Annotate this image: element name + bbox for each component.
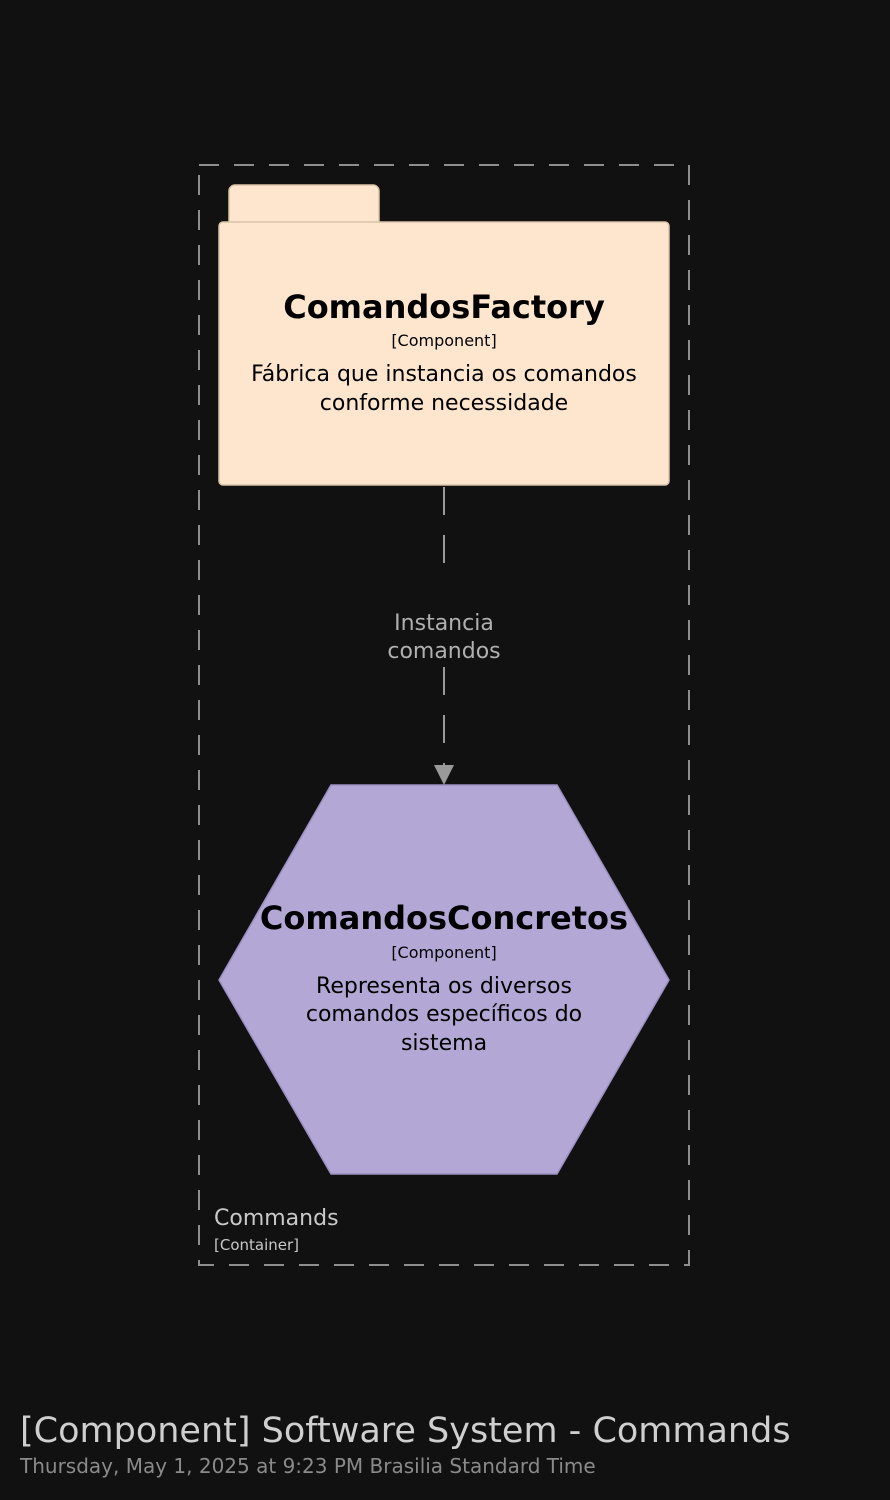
hexagon-shape [218, 784, 670, 1175]
component-name: ComandosConcretos [260, 899, 628, 937]
component-type: [Component] [391, 943, 496, 962]
component-description-line: Fábrica que instancia os comandos [251, 362, 637, 387]
relationship-label-line: comandos [387, 639, 500, 664]
container-type: [Container] [214, 1236, 299, 1254]
component-type: [Component] [391, 331, 496, 350]
component-diagram: Commands [Container] ComandosFactory [Co… [198, 164, 690, 1266]
component-description-line: comandos específicos do [306, 1002, 582, 1027]
relationship-label-line: Instancia [394, 611, 494, 636]
component-description-line: conforme necessidade [320, 391, 568, 416]
container-boundary [198, 164, 690, 1266]
component-description-line: Representa os diversos [316, 974, 572, 999]
arrow-head-icon [434, 765, 454, 785]
diagram-title: [Component] Software System - Commands [20, 1411, 791, 1451]
folder-body [218, 221, 670, 486]
component-comandos-factory[interactable]: ComandosFactory [Component] Fábrica que … [218, 184, 670, 486]
component-comandos-concretos[interactable]: ComandosConcretos [Component] Representa… [218, 784, 670, 1175]
component-name: ComandosFactory [283, 288, 605, 326]
component-description-line: sistema [401, 1031, 487, 1056]
relationship-instancia-comandos[interactable]: Instancia comandos [387, 487, 501, 785]
diagram-footer: [Component] Software System - Commands T… [20, 1410, 880, 1478]
container-name: Commands [214, 1206, 339, 1231]
diagram-timestamp: Thursday, May 1, 2025 at 9:23 PM Brasili… [20, 1454, 596, 1478]
